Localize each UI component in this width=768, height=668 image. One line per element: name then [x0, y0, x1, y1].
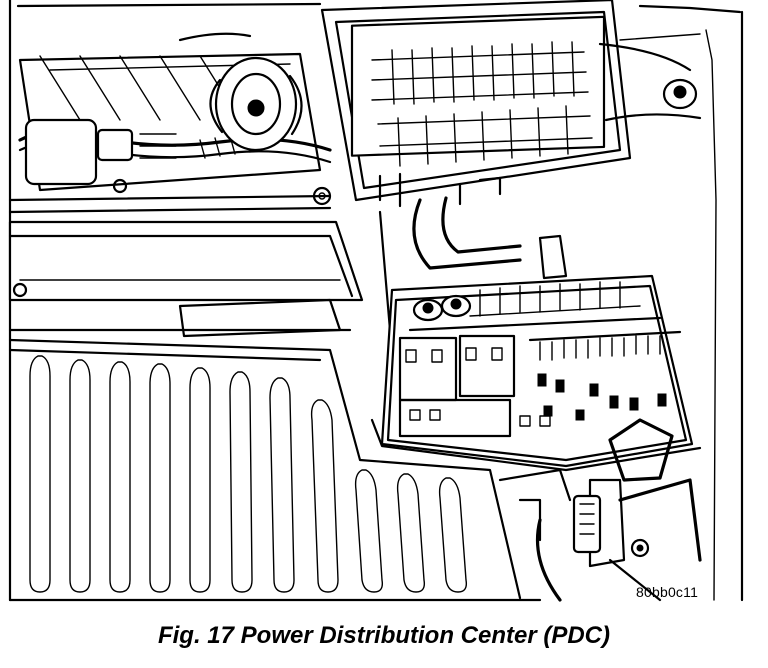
figure-caption: Fig. 17 Power Distribution Center (PDC)	[157, 622, 611, 649]
harness-hose	[378, 196, 568, 332]
mounting-bolt	[662, 78, 698, 110]
air-cleaner-housing	[8, 32, 332, 214]
battery	[8, 220, 364, 338]
figure-reference-code: 80bb0c11	[636, 584, 699, 600]
pdc-cover	[320, 0, 702, 208]
hose-clamp	[209, 56, 303, 152]
wiring-connector	[498, 418, 702, 602]
battery-tray	[8, 338, 542, 602]
power-distribution-center	[370, 274, 702, 472]
pdc-line-drawing	[8, 0, 744, 602]
fender-fastener	[312, 186, 332, 206]
